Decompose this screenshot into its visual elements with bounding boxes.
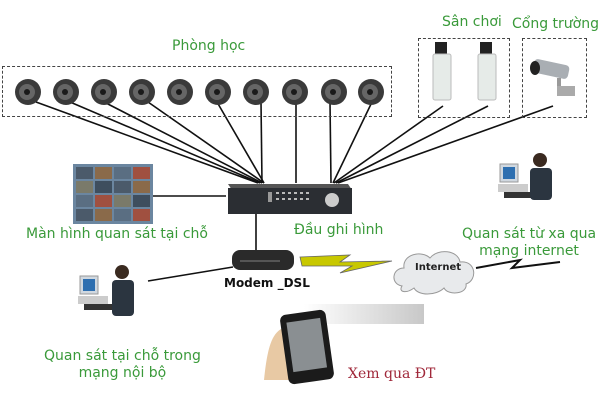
dome-camera-icon [358,79,384,105]
internet-label: Internet [415,262,462,273]
cable-6 [260,101,263,184]
modem-internet-link [299,254,393,274]
local-viewer-label-line1: Quan sát tại chỗ trong [44,348,201,364]
internet-remote-link [475,258,561,270]
box-camera-icon [432,42,452,101]
classroom-zone [2,66,392,117]
cable-10 [333,105,444,184]
dvr-icon [228,184,352,214]
remote-viewer-label-line2: mạng internet [479,243,579,259]
modem-icon [232,250,294,270]
dome-camera-icon [321,79,347,105]
classroom-zone-label: Phòng học [172,38,246,54]
cable-8 [329,101,332,184]
cable-1 [35,101,259,184]
dome-camera-icon [282,79,308,105]
bullet-camera-icon [530,59,575,96]
cable-9 [332,101,373,184]
dome-camera-icon [205,79,231,105]
playground-zone-label: Sân chơi [442,14,502,30]
remote-viewer-label: Quan sát từ xa qua mạng internet [462,226,596,260]
cable-11 [335,105,489,184]
cable-12 [337,105,554,184]
gate-zone-label: Cổng trường [512,16,599,32]
cable-3 [103,101,263,184]
local-viewer-icon [78,265,134,316]
cable-4 [147,101,265,184]
dome-camera-icon [129,79,155,105]
dome-camera-icon [53,79,79,105]
dome-camera-icon [91,79,117,105]
dome-camera-icon [167,79,193,105]
dome-camera-icon [15,79,41,105]
box-camera-icon [477,42,497,101]
phone-label: Xem qua ĐT [348,366,436,382]
local-viewer-label-line2: mạng nội bộ [78,365,167,381]
cable-2 [69,101,261,184]
monitor-label: Màn hình quan sát tại chỗ [26,226,208,242]
local-network-cable [147,266,234,282]
internet-cloud-icon [393,251,475,295]
local-viewer-label: Quan sát tại chỗ trong mạng nội bộ [44,348,201,382]
dvr-label: Đầu ghi hình [294,222,384,238]
phone-view-icon [264,304,424,385]
remote-viewer-icon [498,153,552,200]
dome-camera-icon [243,79,269,105]
gate-zone [522,38,587,118]
playground-zone [418,38,510,118]
modem-label: Modem _DSL [224,276,310,290]
camera-cables [35,101,554,282]
cable-5 [216,101,265,184]
monitor-wall-icon [73,164,153,224]
remote-viewer-label-line1: Quan sát từ xa qua [462,226,597,242]
